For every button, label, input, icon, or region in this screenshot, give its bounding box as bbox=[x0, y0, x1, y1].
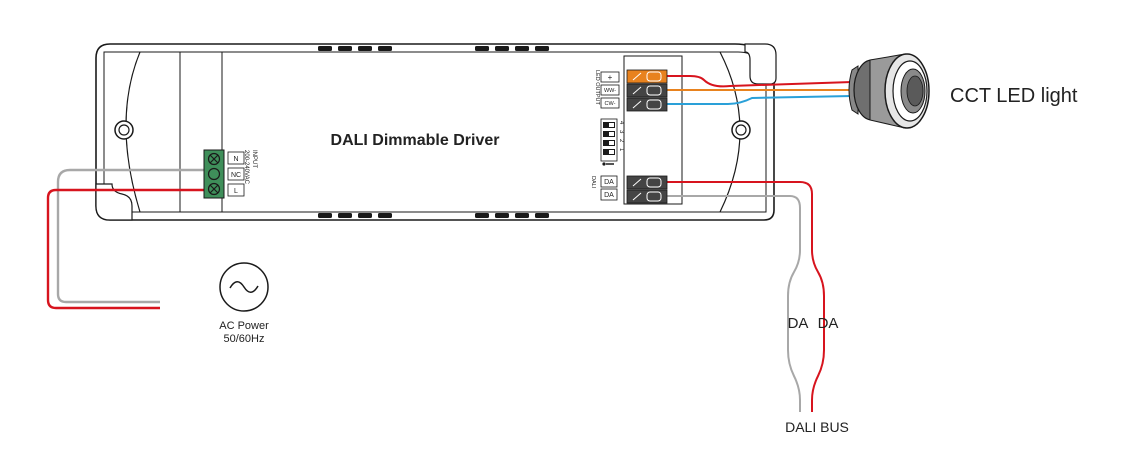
dip-number-2: 2 bbox=[618, 139, 624, 143]
bus-wire-label-2: DA bbox=[818, 315, 839, 332]
output-terminal-ww: WW- bbox=[604, 88, 616, 94]
driver-title: DALI Dimmable Driver bbox=[331, 132, 500, 149]
led-light bbox=[848, 53, 930, 129]
dip-number-3: 3 bbox=[618, 130, 624, 134]
led-output-terminal-block: + WW- CW- LED OUTPUT bbox=[594, 69, 668, 112]
dali-bus-label: DALI BUS bbox=[785, 419, 849, 435]
input-terminal-block: N NC L INPUT 200-240VAC bbox=[203, 149, 257, 199]
output-terminal-plus: + bbox=[608, 73, 613, 82]
ac-input-wires bbox=[46, 168, 204, 310]
dip-switch: 4 3 2 1 bbox=[600, 118, 624, 166]
ac-power-frequency: 50/60Hz bbox=[224, 333, 265, 345]
led-output-wires bbox=[667, 75, 853, 105]
led-light-label: CCT LED light bbox=[950, 85, 1078, 107]
dali-terminal-block: DA DA DALI bbox=[590, 175, 668, 204]
dip-number-4: 4 bbox=[618, 121, 624, 125]
input-terminal-nc: NC bbox=[231, 172, 241, 179]
dali-bus-wires bbox=[667, 181, 825, 412]
bus-wire-label-1: DA bbox=[788, 315, 809, 332]
dali-terminal-1: DA bbox=[604, 179, 614, 186]
input-voltage-label: 200-240VAC bbox=[243, 150, 249, 185]
ac-power-label: AC Power bbox=[219, 320, 269, 332]
input-terminal-l: L bbox=[234, 188, 238, 195]
dali-terminal-2: DA bbox=[604, 192, 614, 199]
dali-label: DALI bbox=[590, 176, 596, 189]
ac-power-source bbox=[219, 262, 269, 312]
output-label: LED OUTPUT bbox=[594, 70, 600, 105]
input-label: INPUT bbox=[251, 150, 257, 168]
output-terminal-cw: CW- bbox=[605, 101, 616, 107]
input-terminal-n: N bbox=[233, 156, 238, 163]
dip-number-1: 1 bbox=[618, 148, 624, 152]
